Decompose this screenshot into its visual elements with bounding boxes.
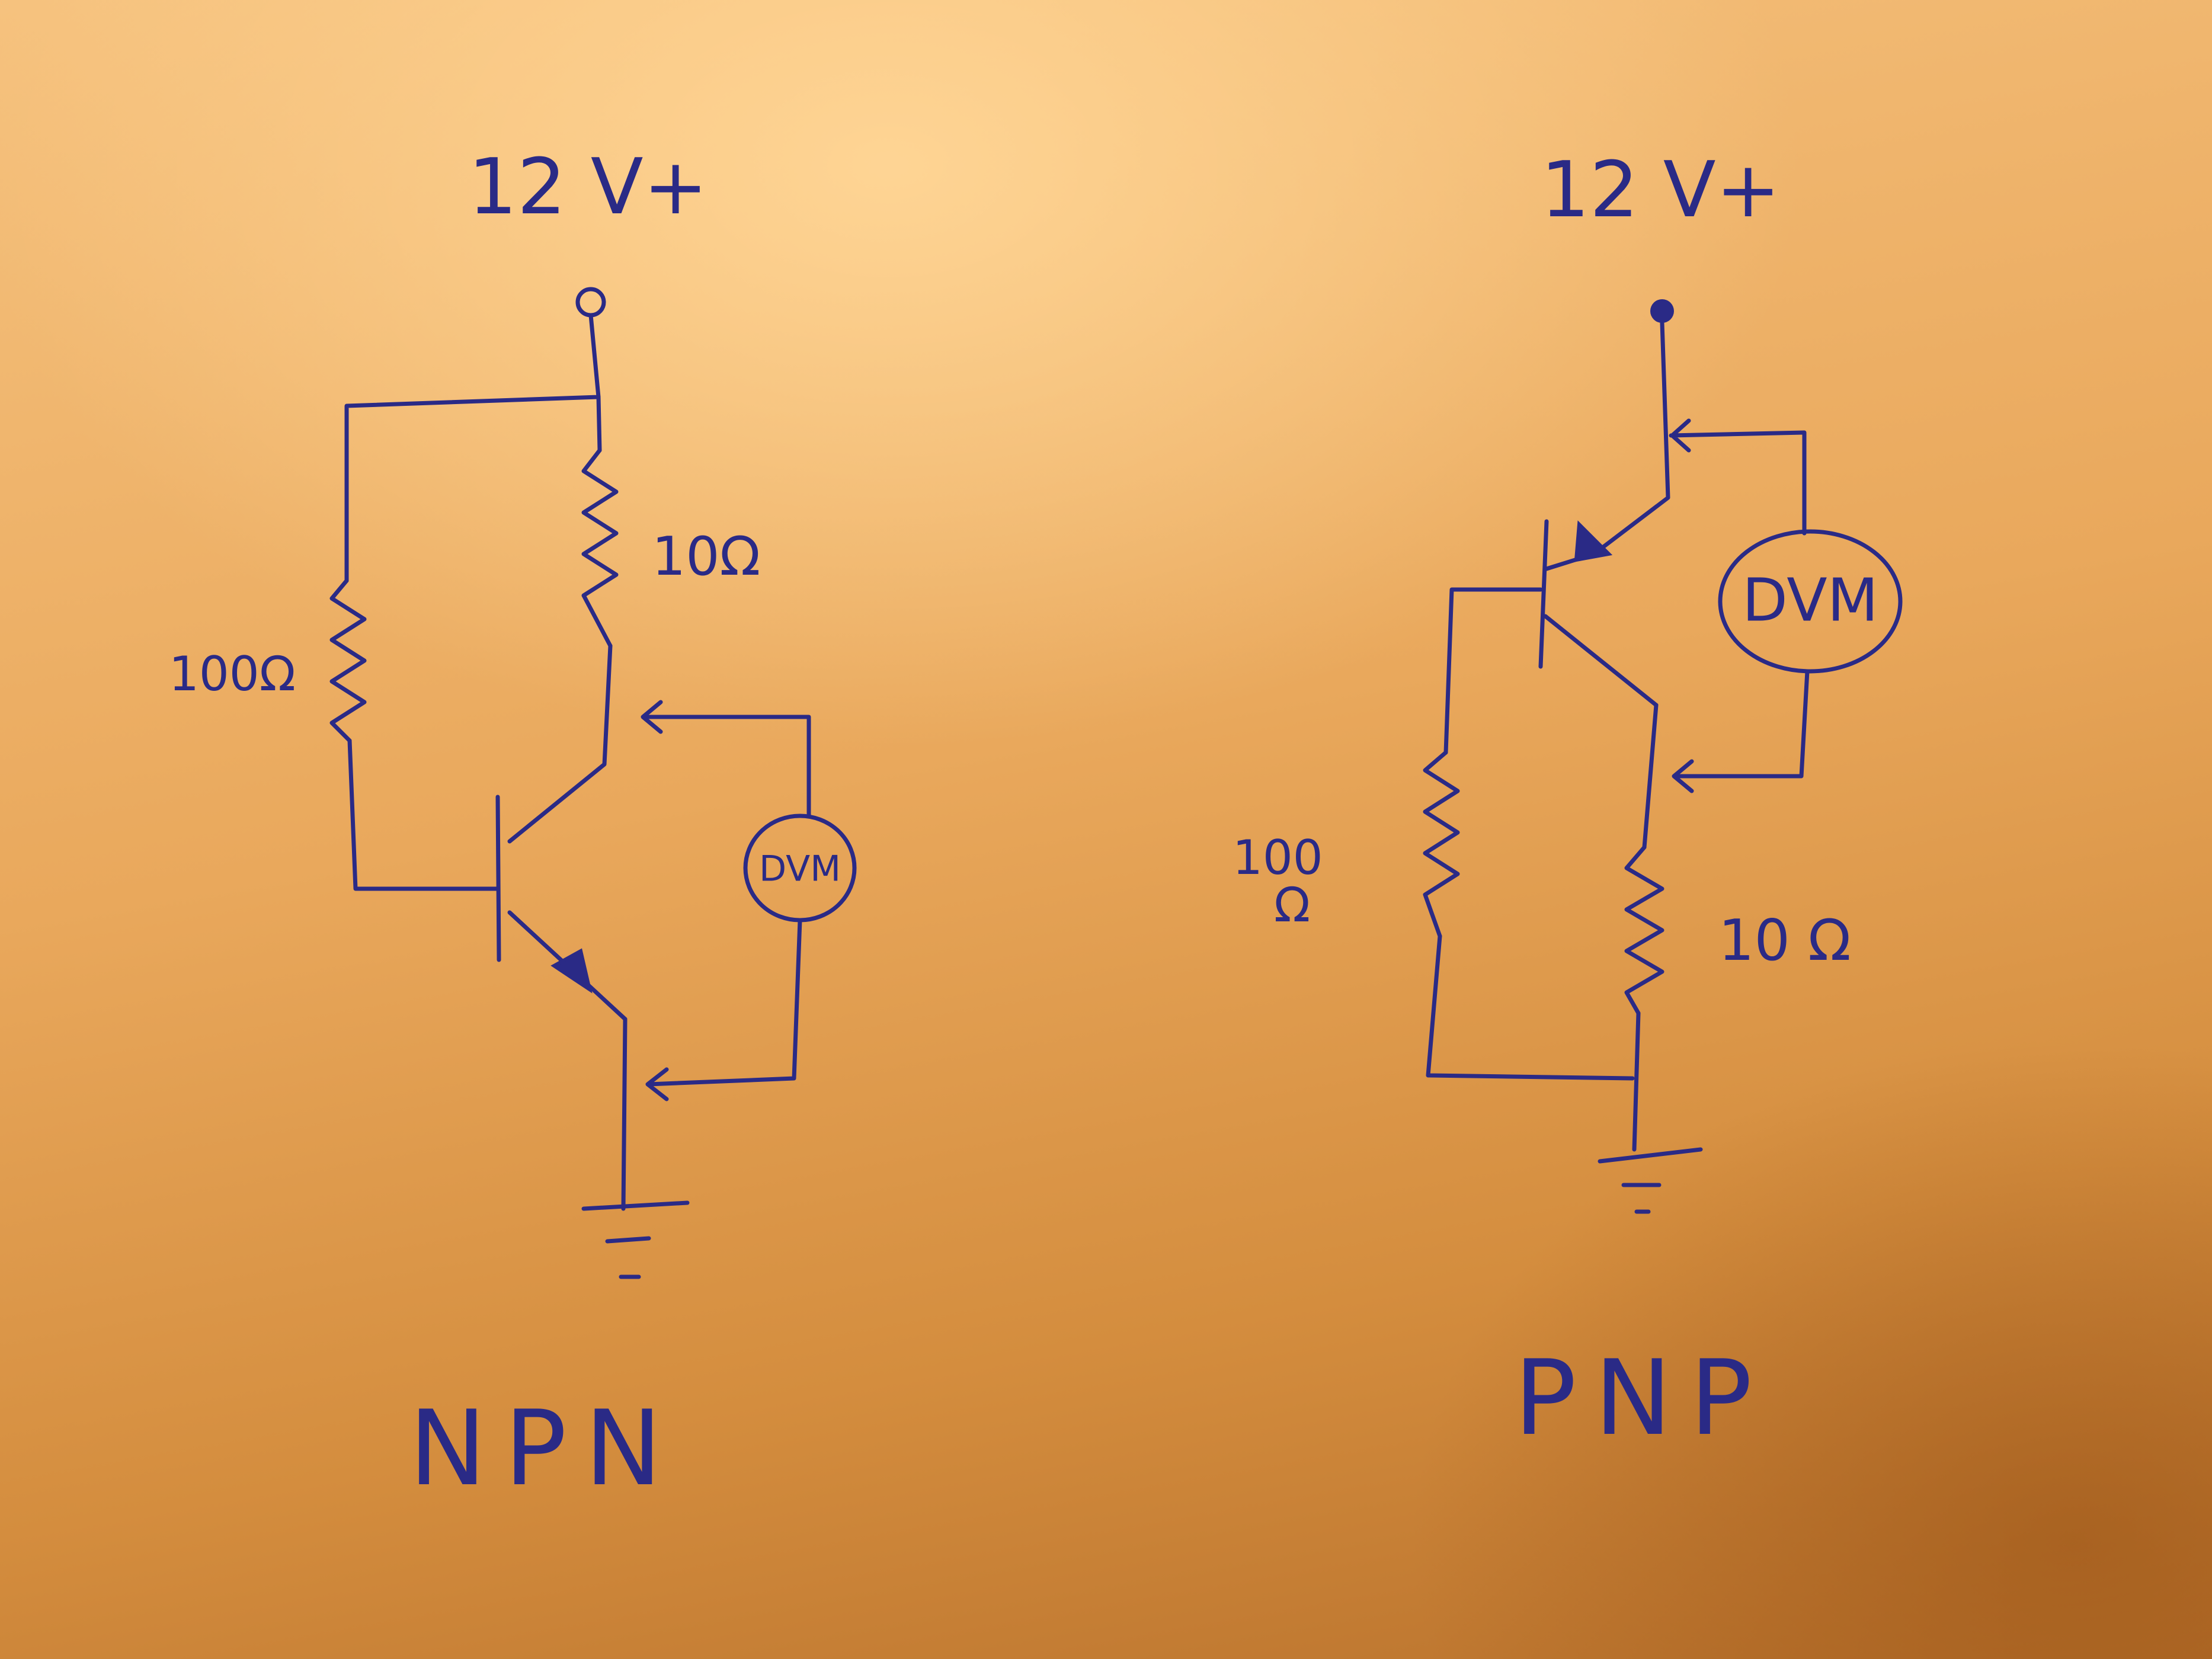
pnp-supply-terminal (1650, 299, 1674, 323)
pnp-base-return-wire (1426, 934, 1635, 1081)
pnp-collector-wire (1642, 703, 1659, 850)
pnp-ground-symbol (1598, 1147, 1703, 1214)
pnp-collector-resistor-label: 10 Ω (1718, 908, 1851, 973)
npn-dvm-probe-collector (641, 700, 811, 817)
pnp-circuit: 12 V+ 100 Ω 10 Ω DVM PNP (1233, 145, 1903, 1459)
npn-caption: NPN (409, 1389, 680, 1509)
npn-collector-resistor (581, 448, 619, 648)
pnp-collector-resistor (1624, 845, 1664, 1016)
npn-supply-terminal (575, 287, 606, 318)
pnp-base-resistor-unit: Ω (1274, 877, 1310, 933)
npn-emitter-wire (621, 1017, 628, 1211)
npn-supply-label: 12 V+ (468, 142, 708, 232)
pnp-transistor-collector (1543, 614, 1659, 707)
pnp-transistor-base-bar (1538, 519, 1549, 669)
pnp-ground-wire (1632, 1011, 1641, 1152)
npn-base-resistor (329, 578, 367, 743)
npn-dvm-label: DVM (759, 848, 841, 890)
npn-ground-symbol (581, 1200, 690, 1279)
npn-transistor-base-bar (495, 795, 501, 962)
npn-collector-wire-top (596, 395, 602, 453)
pnp-dvm-meter (1718, 529, 1903, 674)
pnp-caption: PNP (1514, 1338, 1770, 1459)
pnp-base-resistor-value: 100 (1233, 830, 1323, 885)
npn-dvm-probe-emitter (645, 918, 802, 1101)
npn-emitter-arrow (550, 948, 593, 994)
npn-base-resistor-label: 100Ω (169, 646, 296, 702)
npn-collector-resistor-label: 10Ω (652, 526, 760, 588)
npn-base-wire (347, 738, 500, 891)
pnp-supply-label: 12 V+ (1541, 145, 1781, 235)
pnp-base-resistor (1423, 750, 1460, 939)
npn-circuit: 12 V+ 100Ω 10Ω DVM NPN (169, 142, 857, 1509)
npn-supply-wire (344, 313, 601, 583)
pnp-supply-wire (1592, 321, 1670, 556)
pnp-dvm-probe-collector (1672, 669, 1810, 793)
pnp-dvm-probe-emitter (1669, 418, 1807, 536)
pnp-emitter-arrow (1574, 520, 1613, 562)
pnp-dvm-label: DVM (1742, 565, 1878, 635)
npn-collector-wire (507, 643, 613, 844)
pnp-base-wire (1443, 587, 1543, 755)
